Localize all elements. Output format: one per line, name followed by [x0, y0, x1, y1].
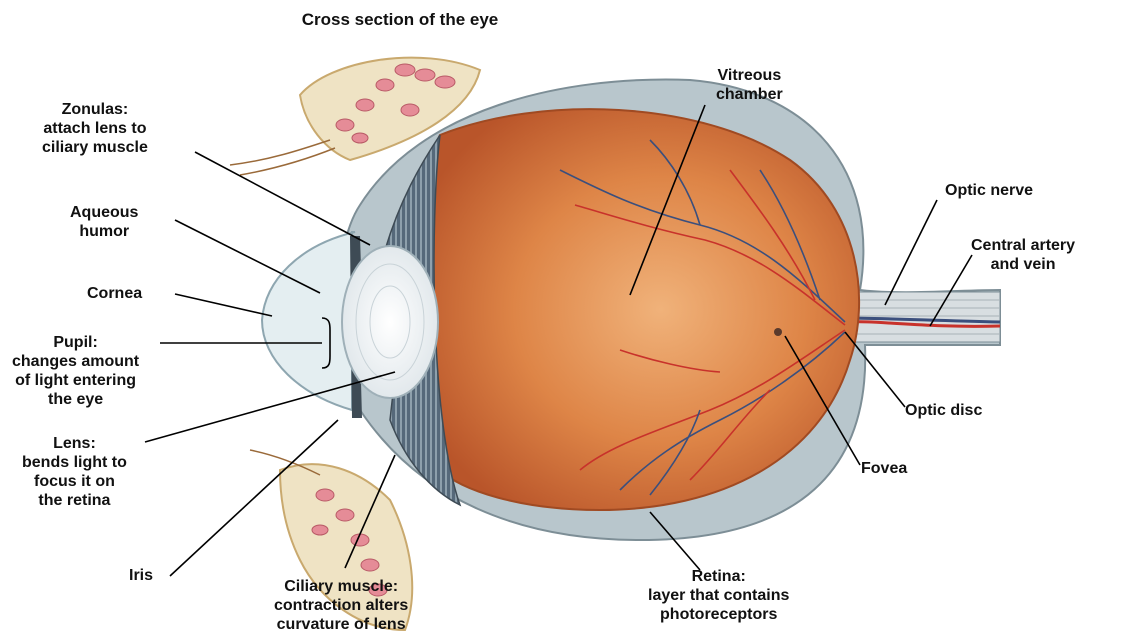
label-optic-nerve-line1: Optic nerve [945, 181, 1033, 200]
label-pupil-line3: of light entering [12, 371, 139, 390]
label-zonulas-line1: Zonulas: [42, 100, 148, 119]
label-optic-nerve: Optic nerve [945, 181, 1033, 200]
label-ciliary-muscle: Ciliary muscle: contraction alters curva… [274, 577, 408, 634]
fovea-dot [774, 328, 782, 336]
label-ciliary-line1: Ciliary muscle: [274, 577, 408, 596]
label-optic-disc: Optic disc [905, 401, 982, 420]
label-retina-line2: layer that contains [648, 586, 789, 605]
label-fovea-line1: Fovea [861, 459, 907, 478]
label-zonulas: Zonulas: attach lens to ciliary muscle [42, 100, 148, 157]
label-pupil-line4: the eye [12, 390, 139, 409]
label-aqueous-line1: Aqueous [70, 203, 138, 222]
label-iris: Iris [129, 566, 153, 585]
label-vitreous-line2: chamber [716, 85, 783, 104]
label-lens-line4: the retina [22, 491, 127, 510]
label-lens-line2: bends light to [22, 453, 127, 472]
label-ciliary-line2: contraction alters [274, 596, 408, 615]
label-cornea: Cornea [87, 284, 142, 303]
label-vitreous-line1: Vitreous [716, 66, 783, 85]
label-pupil-line2: changes amount [12, 352, 139, 371]
optic-nerve-bundle [840, 292, 1000, 342]
label-zonulas-line3: ciliary muscle [42, 138, 148, 157]
label-lens-line1: Lens: [22, 434, 127, 453]
label-lens-line3: focus it on [22, 472, 127, 491]
vitreous-body [418, 109, 860, 510]
diagram-title: Cross section of the eye [0, 10, 800, 30]
label-central-artery-line1: Central artery [971, 236, 1075, 255]
label-pupil-line1: Pupil: [12, 333, 139, 352]
label-vitreous-chamber: Vitreous chamber [716, 66, 783, 104]
label-aqueous-humor: Aqueous humor [70, 203, 138, 241]
label-iris-line1: Iris [129, 566, 153, 585]
label-retina: Retina: layer that contains photorecepto… [648, 567, 789, 624]
label-pupil: Pupil: changes amount of light entering … [12, 333, 139, 409]
label-cornea-line1: Cornea [87, 284, 142, 303]
label-aqueous-line2: humor [70, 222, 138, 241]
label-ciliary-line3: curvature of lens [274, 615, 408, 634]
label-central-artery-line2: and vein [971, 255, 1075, 274]
label-optic-disc-line1: Optic disc [905, 401, 982, 420]
label-zonulas-line2: attach lens to [42, 119, 148, 138]
label-central-artery: Central artery and vein [971, 236, 1075, 274]
label-retina-line1: Retina: [648, 567, 789, 586]
label-retina-line3: photoreceptors [648, 605, 789, 624]
label-lens: Lens: bends light to focus it on the ret… [22, 434, 127, 510]
label-fovea: Fovea [861, 459, 907, 478]
